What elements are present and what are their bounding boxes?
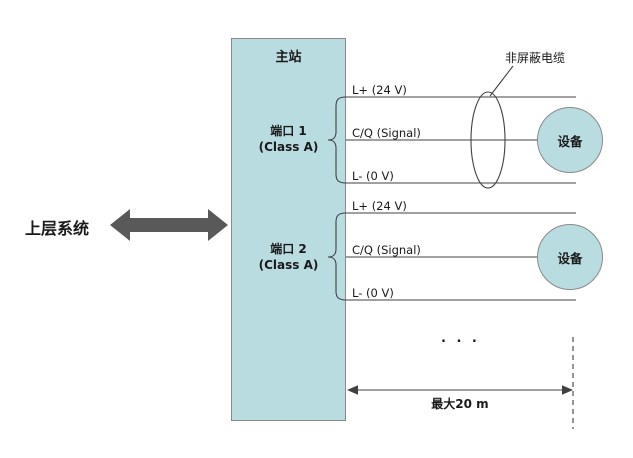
port-2-label: 端口 2 (Class A) <box>231 241 346 273</box>
port-2-class: (Class A) <box>258 258 319 272</box>
device-2-circle: 设备 <box>537 224 603 290</box>
port2-lminus-label: L- (0 V) <box>352 286 394 300</box>
port-2-name: 端口 2 <box>270 242 307 256</box>
cable-ellipse <box>470 91 506 189</box>
device-1-circle: 设备 <box>537 107 603 173</box>
device-1-label: 设备 <box>557 133 583 149</box>
port1-cq-label: C/Q (Signal) <box>352 126 421 140</box>
port-1-label: 端口 1 (Class A) <box>231 123 346 155</box>
unshielded-cable-label: 非屏蔽电缆 <box>505 51 566 65</box>
max-distance-label: 最大20 m <box>431 397 489 411</box>
more-devices-ellipsis: . . . <box>441 331 480 346</box>
port2-cq-label: C/Q (Signal) <box>352 243 421 257</box>
master-station-label: 主站 <box>275 50 302 65</box>
device-2-label: 设备 <box>557 250 583 266</box>
dimension-arrowhead-left <box>347 385 358 395</box>
port-1-name: 端口 1 <box>270 124 307 138</box>
master-station-box <box>231 38 346 421</box>
port-1-class: (Class A) <box>258 140 319 154</box>
port2-lplus-label: L+ (24 V) <box>352 199 407 213</box>
port1-lplus-label: L+ (24 V) <box>352 83 407 97</box>
upper-system-label: 上层系统 <box>25 219 90 238</box>
dimension-arrowhead-right <box>562 385 573 395</box>
port1-lminus-label: L- (0 V) <box>352 169 394 183</box>
bidirectional-arrow-icon <box>110 209 228 241</box>
cable-leader-line <box>489 65 514 97</box>
